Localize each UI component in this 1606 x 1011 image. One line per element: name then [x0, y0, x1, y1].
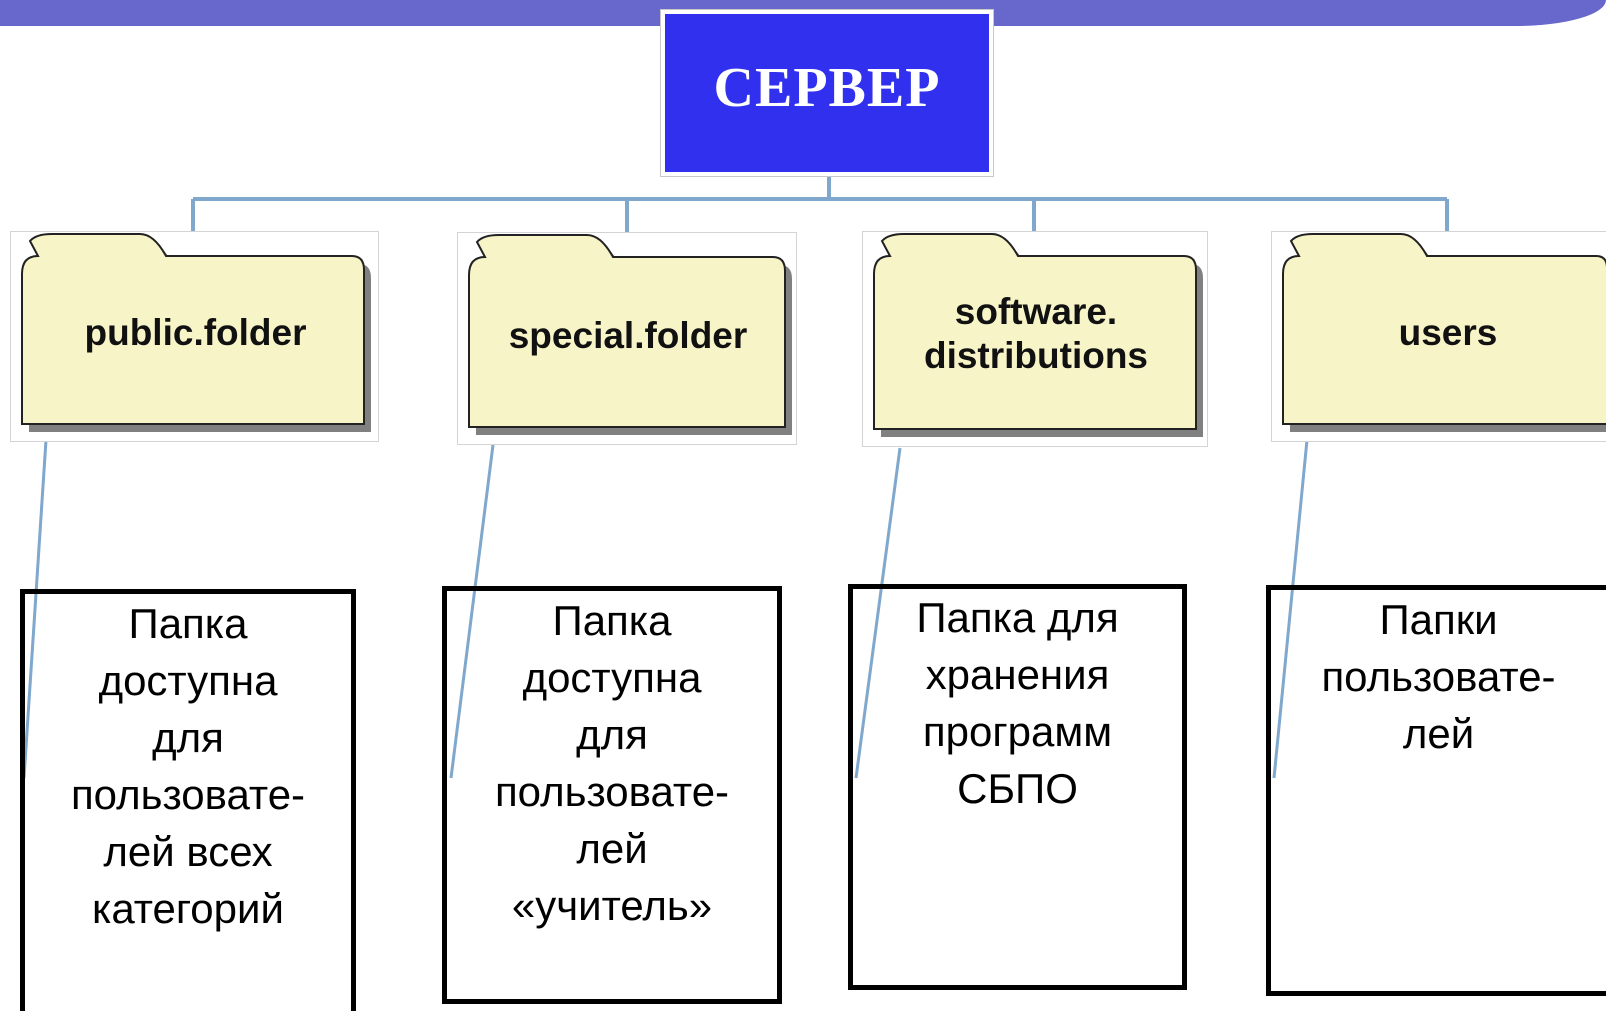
description-line: Папка для	[916, 594, 1119, 641]
description-line: СБПО	[957, 765, 1078, 812]
description-line: для	[576, 711, 648, 758]
folder-public: public.folder	[10, 231, 379, 442]
description-line: лей всех	[103, 828, 273, 875]
description-line: программ	[922, 708, 1113, 755]
server-node: СЕРВЕР	[660, 9, 994, 177]
folder-label-line: special.folder	[508, 315, 748, 356]
folder-icon	[873, 233, 1203, 437]
folder-label-special: special.folder	[458, 315, 798, 357]
description-line: «учитель»	[511, 882, 713, 929]
description-line: Папка	[552, 597, 672, 644]
folder-users: users	[1271, 231, 1606, 442]
description-box-software: Папка для хранения программ СБПО	[848, 584, 1187, 990]
folder-label-line: public.folder	[84, 312, 307, 353]
description-line: доступна	[98, 657, 278, 704]
description-line: лей	[576, 825, 648, 872]
description-box-users: Папки пользовате- лей	[1266, 585, 1606, 996]
description-line: категорий	[92, 885, 284, 932]
description-line: пользовате-	[494, 768, 730, 815]
folder-software-distributions: software. distributions	[862, 231, 1208, 447]
folder-label-line: software.	[954, 291, 1118, 332]
folder-icon	[21, 233, 371, 432]
folder-special: special.folder	[457, 232, 797, 445]
description-line: пользовате-	[1321, 653, 1556, 700]
description-box-public: Папка доступна для пользовате- лей всех …	[20, 589, 356, 1011]
description-line: Папка	[128, 600, 248, 647]
description-line: хранения	[925, 651, 1110, 698]
folder-label-users: users	[1272, 312, 1606, 354]
folder-label-public: public.folder	[11, 312, 380, 354]
server-label: СЕРВЕР	[665, 14, 989, 172]
folder-label-line: users	[1398, 312, 1498, 353]
folder-label-software: software. distributions	[863, 270, 1209, 398]
folder-label-line: distributions	[923, 335, 1149, 376]
folder-icon	[468, 234, 792, 435]
description-box-special: Папка доступна для пользовате- лей «учит…	[442, 586, 782, 1004]
description-line: пользовате-	[70, 771, 306, 818]
description-line: Папки	[1379, 596, 1498, 643]
folder-icon	[1282, 233, 1606, 432]
description-line: для	[152, 714, 224, 761]
description-line: лей	[1402, 710, 1475, 757]
description-line: доступна	[522, 654, 702, 701]
